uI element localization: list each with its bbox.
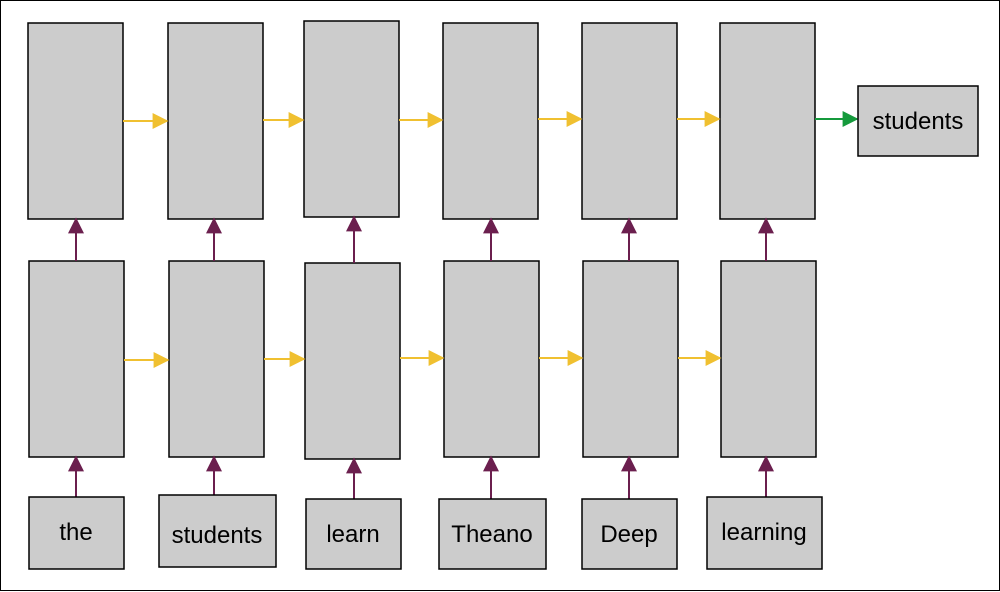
top-cell [167, 22, 264, 220]
input-box [438, 498, 547, 570]
input-box [158, 494, 277, 568]
top-recurrent-arrows [123, 111, 721, 129]
input-word-box: the [28, 496, 125, 570]
input-word-box: learning [706, 496, 823, 570]
output-box [857, 85, 979, 157]
input-box [581, 498, 678, 570]
input-box [706, 496, 823, 570]
input-word-label: learning [721, 519, 806, 546]
bottom-cell [443, 260, 540, 458]
bottom-cell [582, 260, 679, 458]
input-word-box: learn [305, 498, 402, 570]
input-arrows [68, 455, 774, 499]
top-cell [442, 22, 539, 220]
bottom-cell [720, 260, 817, 458]
input-word-box: students [158, 494, 277, 568]
top-cell [719, 22, 816, 220]
input-word-box: Theano [438, 498, 547, 570]
input-words: the students learn Theano Deep learning [28, 494, 823, 570]
bottom-cell [168, 260, 265, 458]
top-cell [303, 20, 400, 218]
output-word-label: students [873, 108, 964, 135]
top-cell [27, 22, 124, 220]
input-box [305, 498, 402, 570]
input-box [28, 496, 125, 570]
input-word-label: the [59, 519, 92, 546]
input-word-label: students [172, 522, 263, 549]
top-cell [581, 22, 678, 220]
bottom-cell [28, 260, 125, 458]
layer-arrows [68, 215, 774, 263]
input-word-box: Deep [581, 498, 678, 570]
input-word-label: Deep [600, 521, 657, 548]
bottom-layer [28, 260, 817, 460]
bottom-recurrent-arrows [124, 350, 722, 368]
input-word-label: Theano [451, 521, 532, 548]
bottom-cell [304, 262, 401, 460]
output-word-box: students [857, 85, 979, 157]
input-word-label: learn [326, 521, 379, 548]
top-layer [27, 20, 816, 220]
